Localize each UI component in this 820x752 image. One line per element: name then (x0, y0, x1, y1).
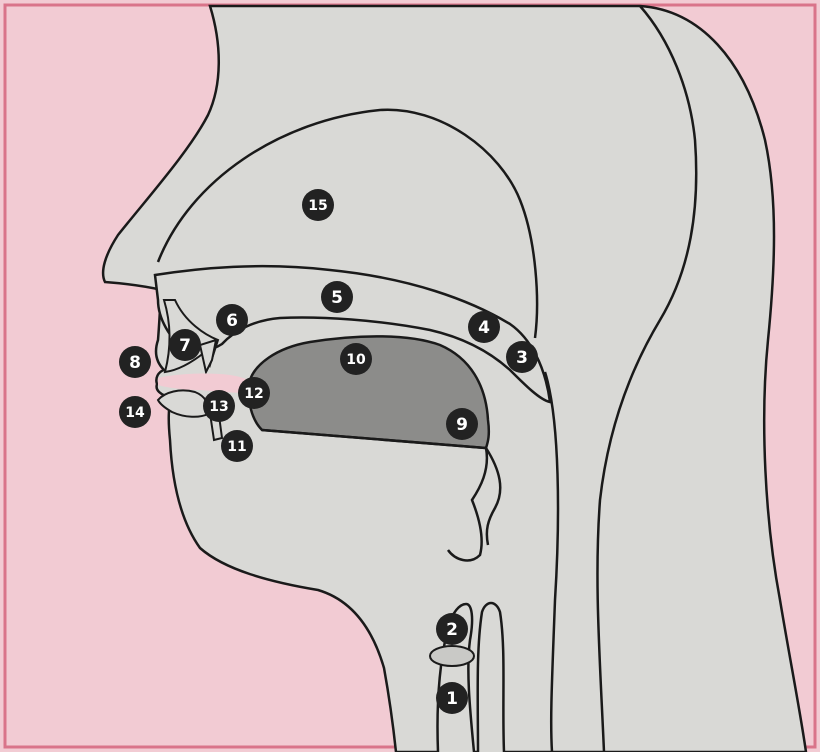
svg-text:15: 15 (308, 198, 327, 214)
vocal-folds (430, 646, 474, 666)
label-9: 9 (446, 408, 478, 440)
label-2: 2 (436, 613, 468, 645)
label-11: 11 (221, 430, 253, 462)
svg-text:11: 11 (227, 439, 246, 455)
label-4: 4 (468, 311, 500, 343)
label-5: 5 (321, 281, 353, 313)
label-15: 15 (302, 189, 334, 221)
svg-text:4: 4 (478, 318, 490, 338)
svg-text:10: 10 (346, 352, 366, 368)
svg-text:2: 2 (446, 620, 458, 640)
label-8: 8 (119, 346, 151, 378)
svg-text:13: 13 (209, 399, 228, 415)
svg-text:7: 7 (179, 336, 191, 356)
svg-text:8: 8 (129, 353, 141, 373)
label-7: 7 (169, 329, 201, 361)
label-12: 12 (238, 377, 270, 409)
svg-text:5: 5 (331, 288, 343, 308)
svg-text:1: 1 (446, 689, 458, 709)
esophagus (478, 603, 504, 752)
label-10: 10 (340, 343, 372, 375)
label-3: 3 (506, 341, 538, 373)
svg-text:3: 3 (516, 348, 528, 368)
label-1: 1 (436, 682, 468, 714)
label-14: 14 (119, 396, 151, 428)
svg-text:12: 12 (244, 386, 263, 402)
svg-text:14: 14 (125, 405, 145, 421)
label-13: 13 (203, 390, 235, 422)
svg-text:9: 9 (456, 415, 468, 435)
label-6: 6 (216, 304, 248, 336)
svg-text:6: 6 (226, 311, 238, 331)
